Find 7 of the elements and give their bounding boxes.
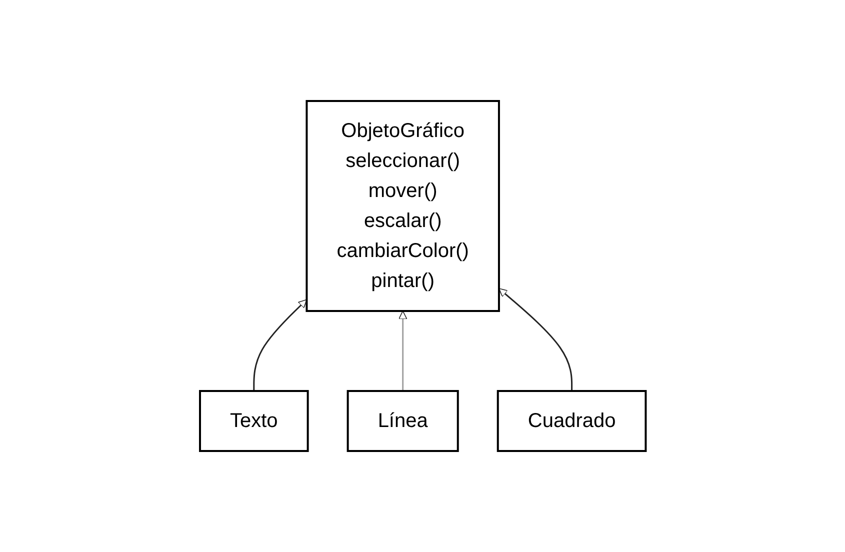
node-box: Cuadrado [496, 390, 646, 452]
node-box: Texto [198, 390, 308, 452]
node-box: Línea [346, 390, 459, 452]
arrow [398, 310, 407, 391]
arrow [498, 288, 572, 391]
arrow [252, 299, 307, 391]
node-box: ObjetoGráfico seleccionar() mover() escalar() cambiarColor() pintar() [305, 100, 500, 312]
